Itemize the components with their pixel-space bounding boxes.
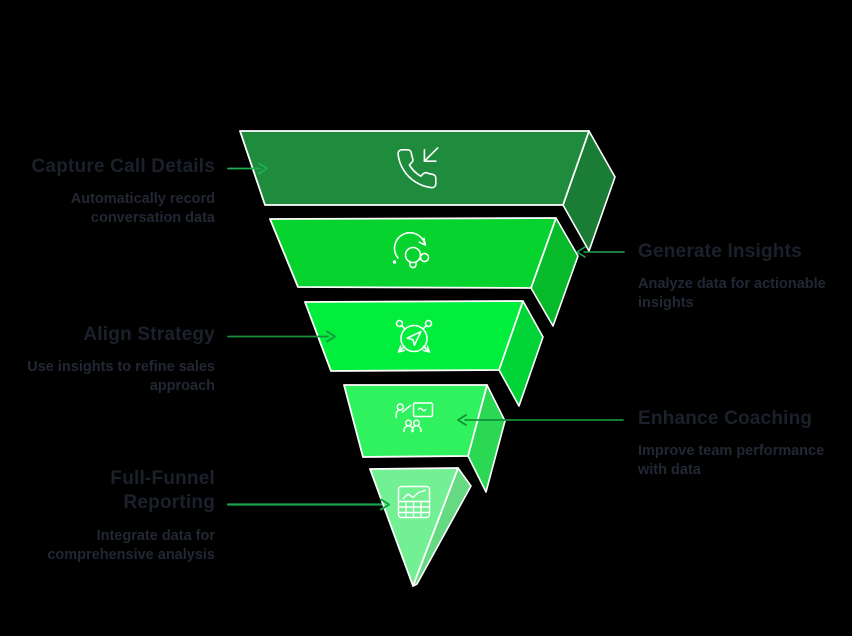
phone-incoming-icon xyxy=(397,147,439,189)
step-label-align-strategy: Align Strategy Use insights to refine sa… xyxy=(0,323,215,395)
funnel-level-2-front xyxy=(269,217,557,289)
step-label-enhance-coaching: Enhance Coaching Improve team performanc… xyxy=(638,407,852,479)
team-coaching-icon xyxy=(395,402,434,433)
step-title: Full-Funnel Reporting xyxy=(110,468,215,513)
strategy-navigation-icon xyxy=(395,319,433,353)
funnel-level-3 xyxy=(304,300,544,407)
funnel-level-5 xyxy=(369,467,472,587)
report-chart-icon xyxy=(397,485,431,519)
step-title: Enhance Coaching xyxy=(638,408,813,429)
funnel-level-4 xyxy=(343,384,506,493)
step-title: Align Strategy xyxy=(83,324,215,345)
step-label-generate-insights: Generate Insights Analyze data for actio… xyxy=(638,240,852,312)
funnel-level-1-front xyxy=(239,130,590,206)
step-description: Improve team performance with data xyxy=(638,443,825,478)
step-label-full-funnel-reporting: Full-Funnel Reporting Integrate data for… xyxy=(0,467,215,564)
step-description: Analyze data for actionable insights xyxy=(638,276,826,311)
funnel-level-5-front xyxy=(369,467,459,587)
arrow-level-3 xyxy=(227,330,336,343)
arrow-level-5 xyxy=(226,498,390,511)
step-description: Use insights to refine sales approach xyxy=(27,359,215,394)
step-title: Capture Call Details xyxy=(31,156,215,177)
step-label-capture-call-details: Capture Call Details Automatically recor… xyxy=(0,155,216,227)
arrow-level-4 xyxy=(457,414,624,426)
step-description: Integrate data for comprehensive analysi… xyxy=(47,528,215,563)
arrow-level-2 xyxy=(576,246,625,258)
funnel-level-2 xyxy=(269,217,579,327)
funnel-level-1 xyxy=(239,130,616,252)
lightbulb-refresh-icon xyxy=(392,231,430,269)
step-description: Automatically record conversation data xyxy=(70,191,215,226)
arrow-level-1 xyxy=(227,162,268,175)
connector-arrows xyxy=(226,162,625,511)
funnel-level-3-front xyxy=(304,300,524,372)
step-title: Generate Insights xyxy=(638,241,802,262)
